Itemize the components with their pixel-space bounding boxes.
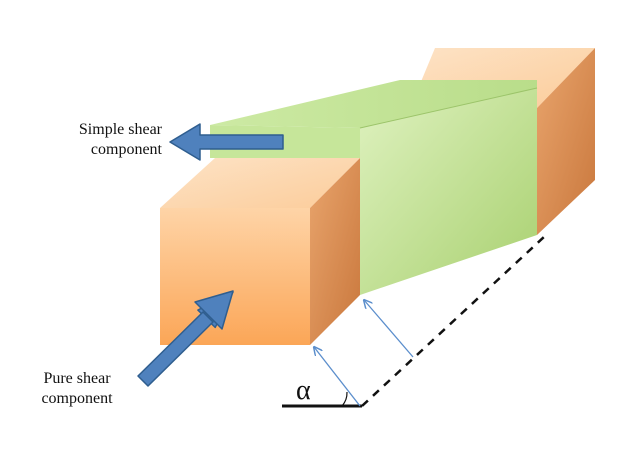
green-front-face	[360, 88, 537, 295]
pure-shear-arrow-body	[137, 311, 214, 387]
simple-shear-label-line1: Simple shear	[78, 121, 162, 138]
simple-shear-arrow-shape	[169, 123, 284, 161]
green-top-face	[210, 80, 537, 128]
back-block-side-face	[537, 48, 595, 235]
green-edge	[359, 87, 538, 129]
pure-shear-label-line2: component	[41, 390, 113, 407]
angle-construction	[282, 235, 546, 408]
simple-shear-label-line2: component	[90, 141, 162, 158]
angle-alpha-label: α	[296, 375, 311, 406]
front-orange-block	[160, 158, 360, 345]
pure-shear-arrow	[137, 290, 234, 387]
dashed-shear-zone-line	[361, 235, 546, 407]
front-block-front-face	[160, 208, 310, 345]
thin-arrow-back	[364, 300, 414, 358]
thin-arrow-front	[314, 347, 361, 407]
pure-shear-label: Pure shear component	[22, 369, 132, 409]
angle-arc	[341, 391, 348, 407]
pure-shear-arrow-head	[194, 290, 234, 330]
simple-shear-label: Simple shear component	[40, 120, 162, 160]
front-block-top-face	[160, 158, 360, 208]
front-block-side-face	[310, 158, 360, 345]
simple-shear-arrow	[169, 123, 284, 161]
pure-shear-label-line1: Pure shear	[43, 370, 111, 387]
